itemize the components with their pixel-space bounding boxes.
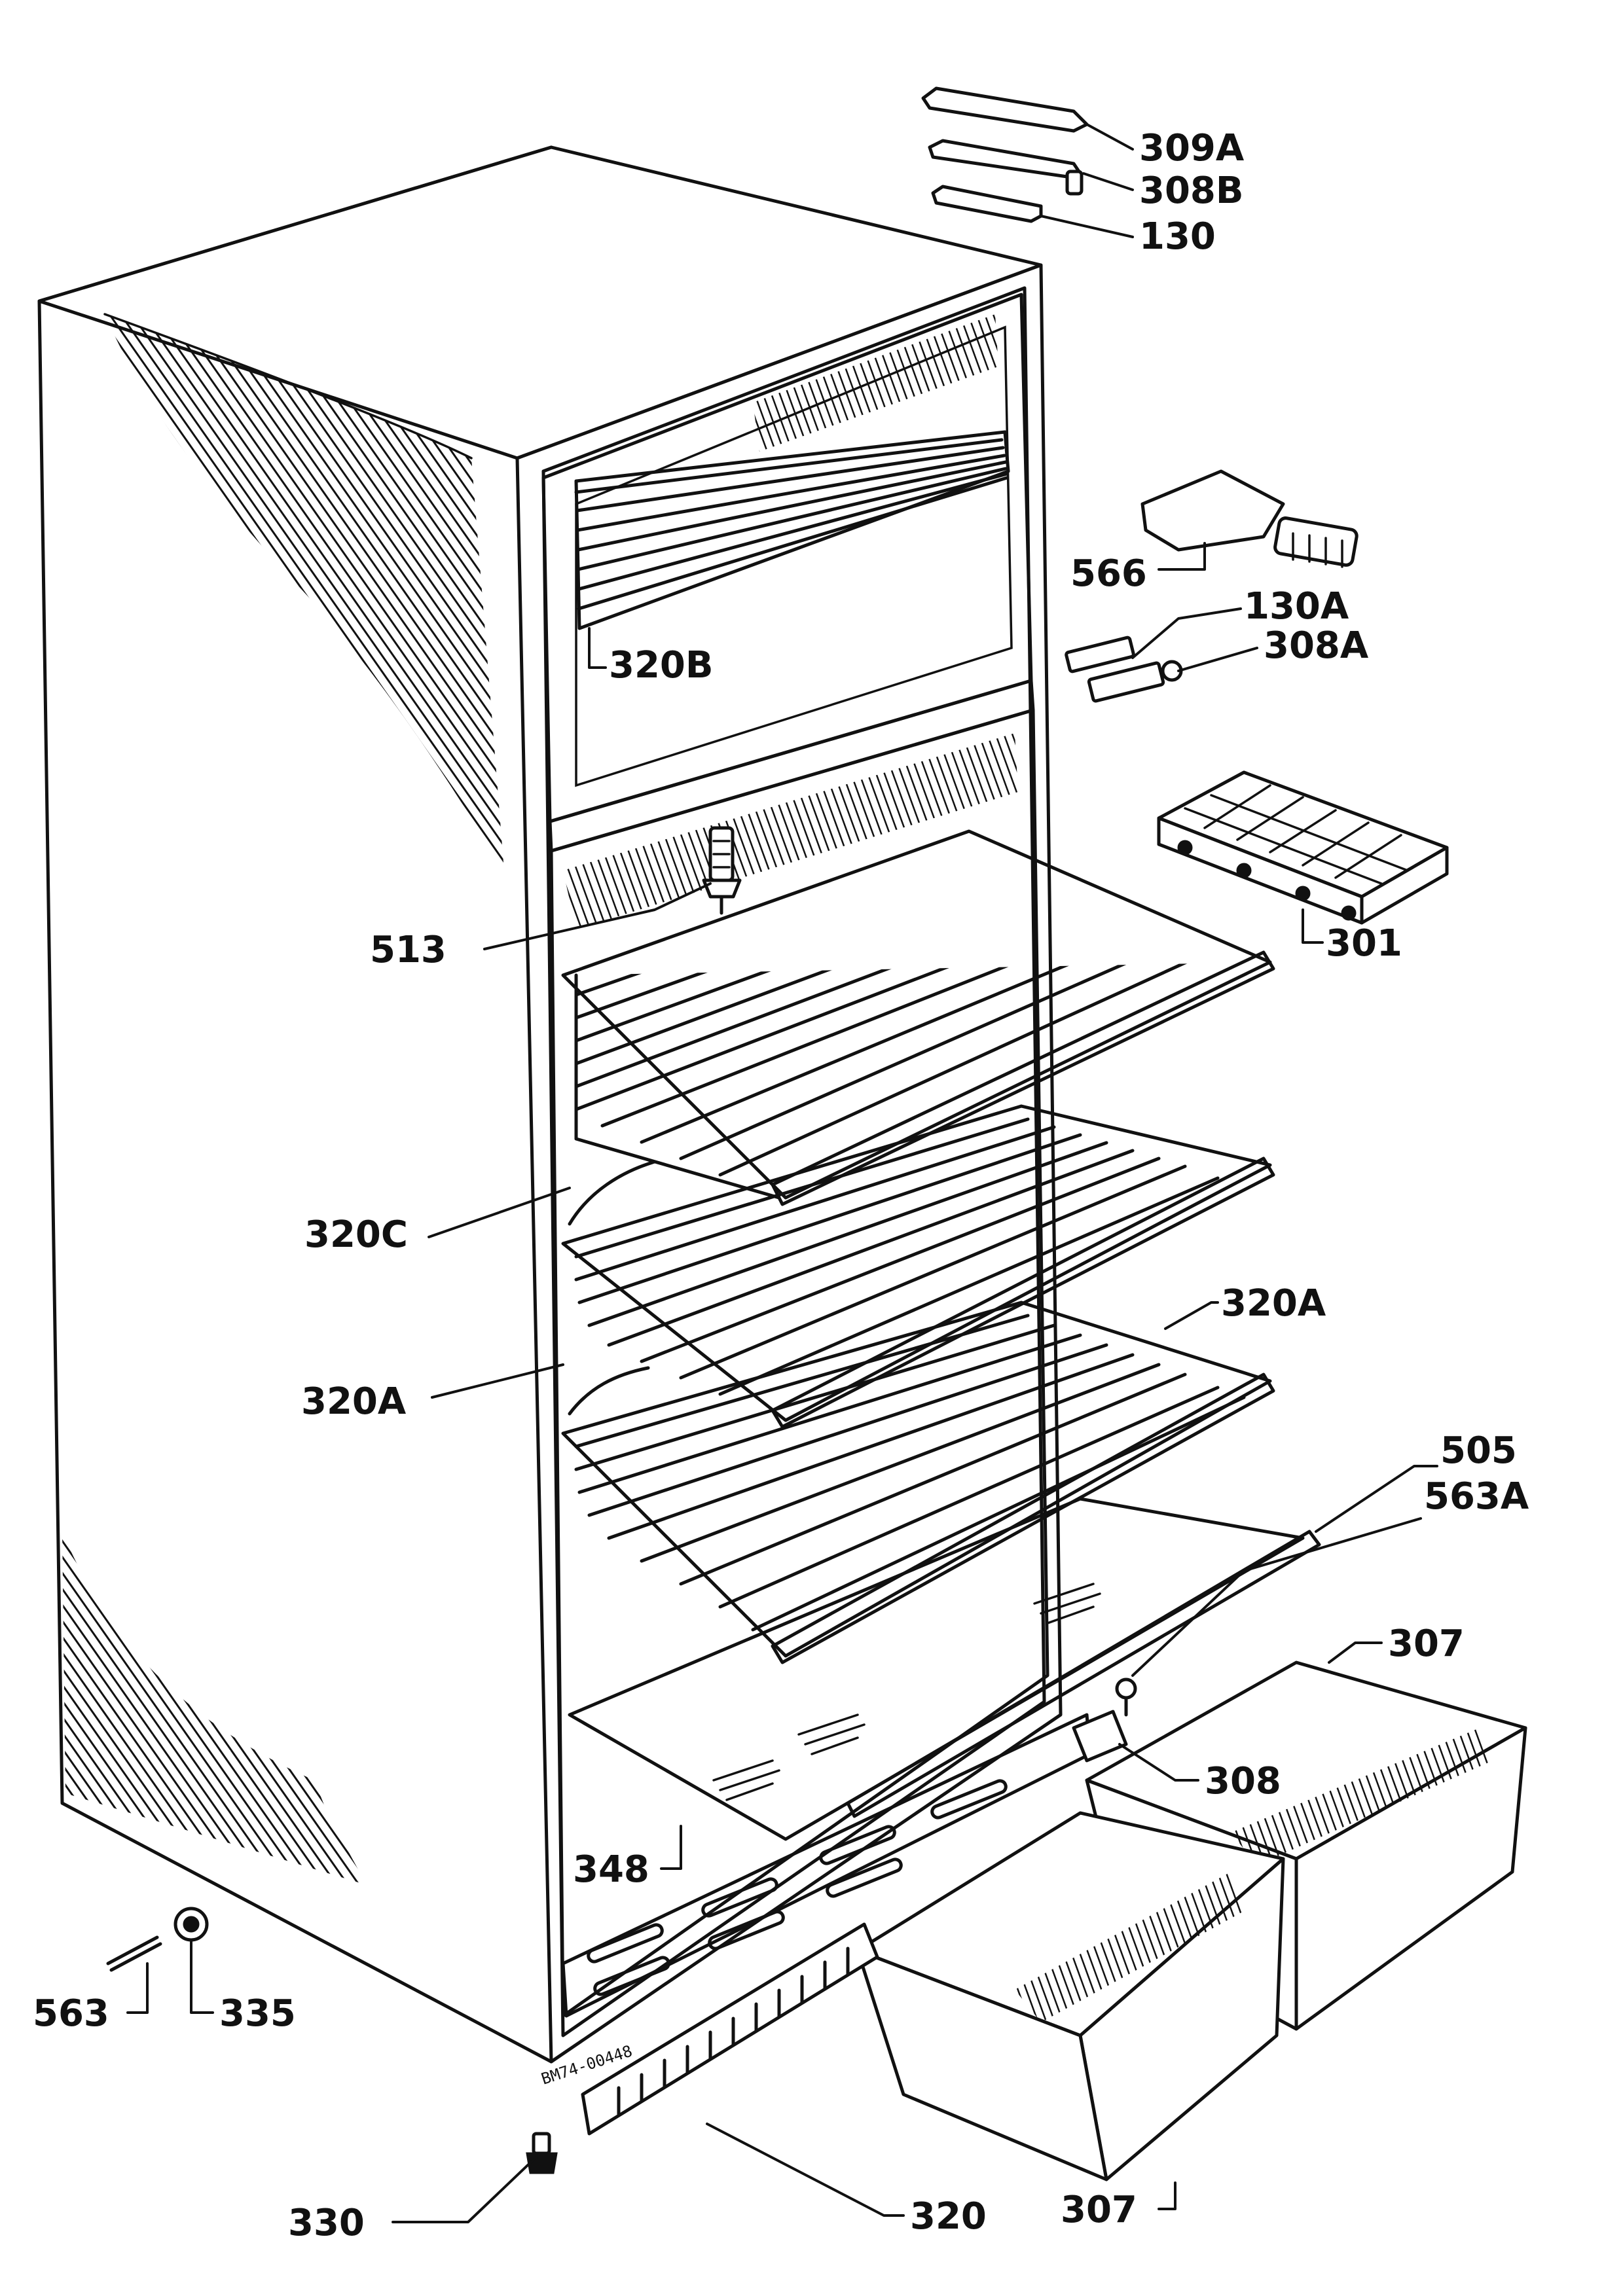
part-labels: 309A 308B 130 566 130A 308A 320B 301 513… [33,127,1529,2244]
label-307-top: 307 [1388,1623,1465,1665]
hinge-cover-309A [921,86,1089,133]
shelf-2-wires [574,1117,1220,1396]
side-shading-upper [105,314,504,870]
glass-shelf-2-320C [561,1104,1275,1429]
shelf-3-wires [574,1314,1246,1632]
label-335: 335 [219,1992,296,2035]
freezer-shelf-320B [574,430,1010,630]
ice-tray-cells [1184,784,1409,885]
freezer-shelf-wires [574,438,1009,611]
label-566: 566 [1070,552,1147,595]
hinge-pin-308B [1065,170,1084,196]
label-320A-right: 320A [1221,1282,1326,1325]
drawer-bracket-308 [1072,1677,1137,1763]
label-505: 505 [1440,1429,1517,1472]
label-563A: 563A [1424,1475,1529,1518]
cabinet-front-frame [515,263,1063,2064]
crisper-rail-505 [846,1530,1321,1818]
leveling-foot-330 [526,2132,558,2174]
side-shading-lower [62,1532,367,1885]
cabinet [37,145,1063,2064]
ice-scraper-566 [1140,469,1359,568]
label-307-bottom: 307 [1061,2189,1137,2231]
ice-tray-301 [1157,770,1449,925]
label-308: 308 [1205,1760,1281,1803]
label-513: 513 [370,929,447,971]
crisper-cover-348 [568,1497,1305,1841]
hinge-parts-130A-308A [1065,636,1183,703]
label-130: 130 [1139,215,1216,258]
label-330: 330 [288,2202,365,2244]
fresh-food-compartment [549,708,1321,2018]
label-308A: 308A [1264,624,1369,667]
label-130A: 130A [1244,585,1349,628]
thermostat-513 [702,826,742,915]
crisper-drawer-307-front [856,1811,1285,2181]
label-320A-left: 320A [301,1380,407,1423]
freezer-compartment [541,293,1035,853]
label-320: 320 [910,2195,987,2238]
label-301: 301 [1326,922,1402,965]
glass-shelf-3-320A [561,1300,1275,1664]
label-308B: 308B [1139,170,1244,212]
label-348: 348 [573,1848,649,1891]
glass-shelf-1 [561,829,1275,1206]
grille-slots [617,1946,850,2116]
top-hinge-parts [921,86,1089,223]
label-320C: 320C [304,1213,408,1256]
top-hinge-308B [928,139,1082,179]
leader-lines [126,123,1438,2223]
label-320B: 320B [609,644,714,687]
hinge-plate-130 [931,185,1043,223]
cap-335 [173,1907,209,1942]
label-309A: 309A [1139,127,1245,170]
label-563: 563 [33,1992,109,2035]
kick-plate-grille-320 [581,1922,879,2136]
pin-563 [106,1935,162,1972]
